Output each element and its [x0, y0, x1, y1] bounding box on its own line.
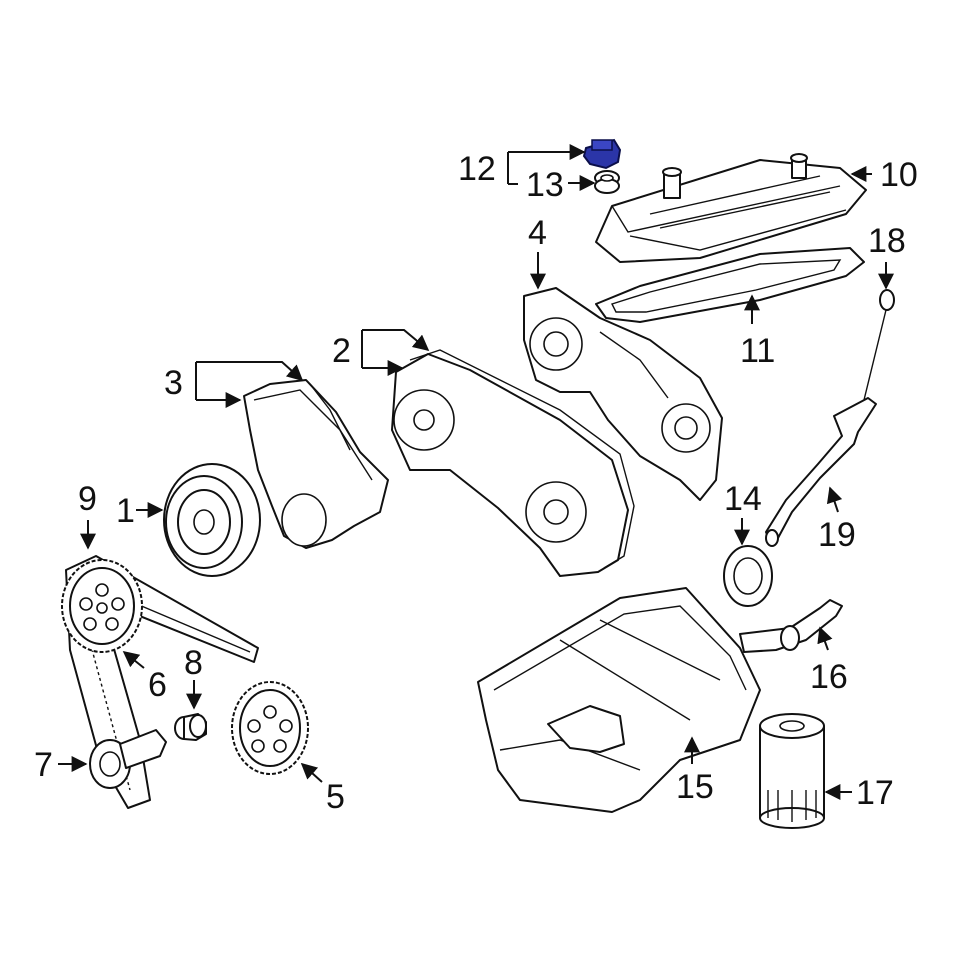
- valve-cover: [595, 153, 867, 263]
- callout-4: 4: [528, 214, 547, 252]
- callout-3: 3: [164, 364, 183, 402]
- idler-bushing: [174, 713, 207, 741]
- cap-seal: [594, 170, 620, 194]
- callout-5: 5: [326, 778, 345, 816]
- callout-14: 14: [724, 480, 762, 518]
- callout-8: 8: [184, 644, 203, 682]
- callout-18: 18: [868, 222, 906, 260]
- camshaft-sprocket: [61, 559, 143, 653]
- dipstick-tube: [765, 397, 877, 547]
- oil-filter: [759, 713, 825, 829]
- lower-timing-cover: [243, 379, 389, 549]
- callout-6: 6: [148, 666, 167, 704]
- valve-cover-gasket: [595, 247, 865, 323]
- rear-timing-cover: [523, 287, 723, 501]
- callout-1: 1: [116, 492, 135, 530]
- callout-15: 15: [676, 768, 714, 806]
- callout-13: 13: [526, 166, 564, 204]
- oil-filler-cap-highlighted[interactable]: [582, 138, 622, 170]
- callout-10: 10: [880, 156, 918, 194]
- timing-cover: [391, 349, 635, 577]
- oil-pan: [477, 587, 761, 813]
- leader-lines: [58, 152, 894, 800]
- crankshaft-pulley: [163, 463, 261, 577]
- callout-2: 2: [332, 332, 351, 370]
- callout-16: 16: [810, 658, 848, 696]
- oil-pickup-tube: [739, 599, 843, 653]
- callout-11: 11: [740, 332, 775, 370]
- callout-19: 19: [818, 516, 856, 554]
- callout-9: 9: [78, 480, 97, 518]
- callout-17: 17: [856, 774, 894, 812]
- callout-12: 12: [458, 150, 496, 188]
- crank-oil-seal: [723, 545, 773, 607]
- belt-tensioner: [89, 729, 167, 789]
- crankshaft-sprocket: [231, 681, 309, 775]
- callout-7: 7: [34, 746, 53, 784]
